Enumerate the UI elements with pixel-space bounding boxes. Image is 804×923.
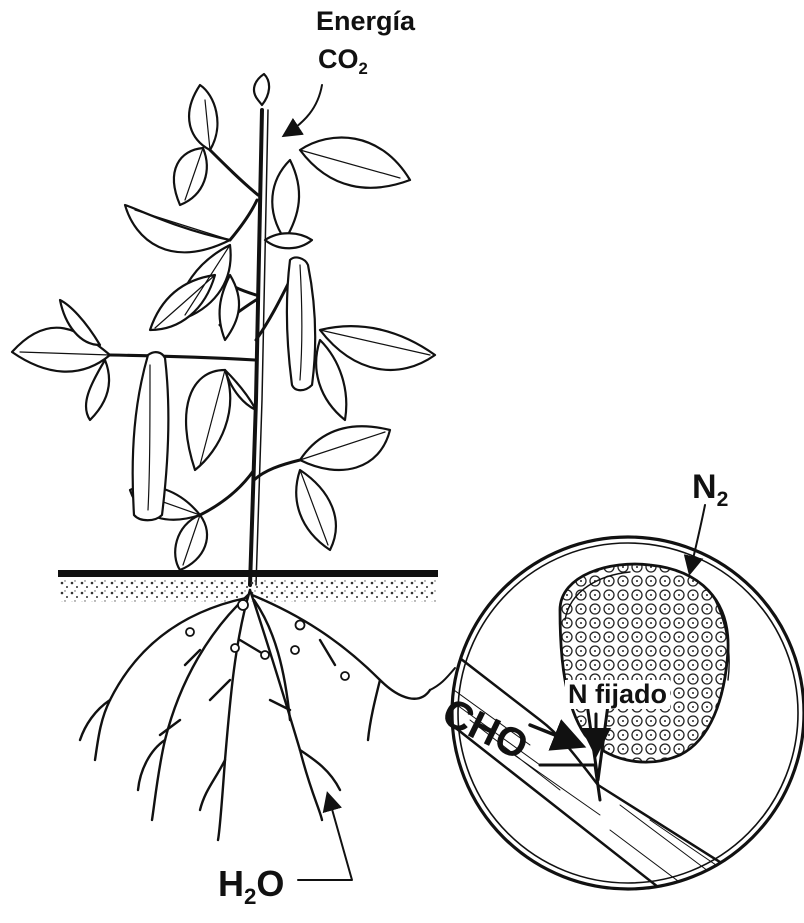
n2-arrow	[690, 505, 705, 572]
n2-label: N2	[692, 470, 728, 504]
energy-label: Energía	[316, 8, 415, 35]
n-fixed-label: N fijado	[565, 680, 670, 709]
plant-stem	[250, 110, 262, 585]
co2-label: CO2	[318, 46, 368, 73]
h2o-label: H2O	[218, 866, 284, 902]
leaves	[12, 74, 435, 570]
energy-co2-arrow	[285, 85, 322, 135]
roots	[80, 590, 430, 840]
magnify-connector	[430, 668, 455, 690]
h2o-arrow	[298, 795, 352, 880]
soil-surface	[58, 570, 438, 577]
nodule	[560, 564, 728, 762]
